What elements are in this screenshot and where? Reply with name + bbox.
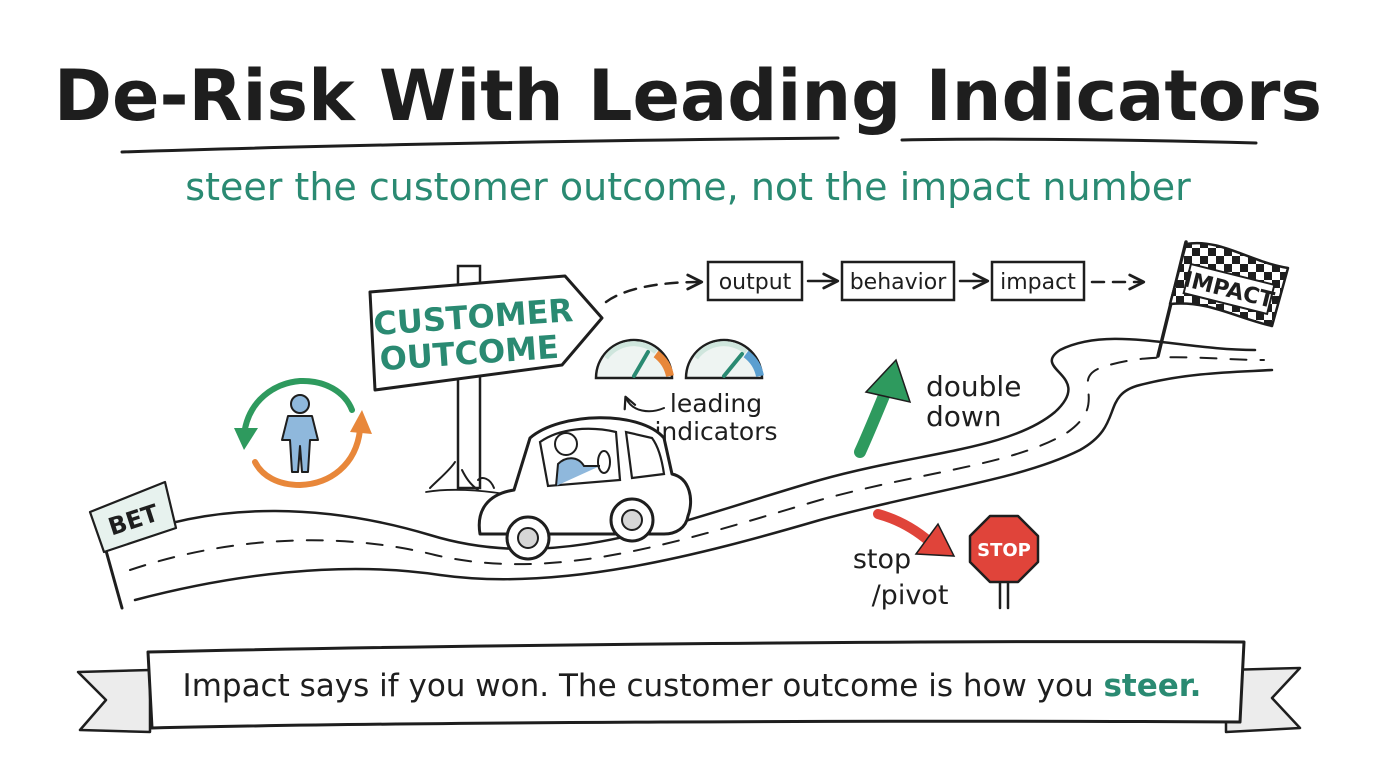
- chain-box-output: output: [706, 260, 804, 302]
- outcome-chain: output behavior impact: [604, 260, 1146, 304]
- finish-flag: IMPACT: [1156, 240, 1290, 358]
- takeaway-banner: Impact says if you won. The customer out…: [76, 640, 1302, 734]
- title-underline-2: [900, 137, 1258, 145]
- cycle-arrows-icon: [241, 377, 355, 438]
- person-cycle: [234, 377, 372, 489]
- leading-indicator-gauges: leading indicators: [594, 338, 778, 446]
- banner-text-emphasis: steer.: [1103, 668, 1201, 704]
- stop-label-line-1: stop: [853, 544, 911, 575]
- road: [123, 337, 1274, 602]
- title-underline-1: [120, 136, 840, 154]
- signpost: CUSTOMER OUTCOME: [368, 264, 604, 495]
- banner-text: Impact says if you won. The customer out…: [183, 668, 1202, 704]
- start-flag: BET: [88, 480, 178, 610]
- double-down-line-1: double: [926, 370, 1021, 403]
- flag-icon: [88, 480, 178, 554]
- chain-box-behavior: behavior: [840, 260, 956, 302]
- chain-label-impact: impact: [1000, 270, 1076, 295]
- chain-label-behavior: behavior: [850, 270, 948, 295]
- double-down-line-2: down: [926, 400, 1002, 433]
- stop-label-line-2: /pivot: [872, 580, 949, 611]
- banner-text-main: Impact says if you won. The customer out…: [183, 668, 1104, 704]
- person-icon: [281, 394, 319, 473]
- stop-pivot: stop /pivot STOP: [853, 509, 1040, 611]
- stop-sign-icon: STOP: [968, 514, 1040, 610]
- diagram-title: De-Risk With Leading Indicators: [54, 55, 1322, 137]
- diagram-subtitle: steer the customer outcome, not the impa…: [185, 165, 1191, 209]
- chain-label-output: output: [719, 270, 792, 295]
- gauges-label-line-2: indicators: [654, 417, 777, 446]
- gauges-label-line-1: leading: [670, 389, 762, 418]
- gauge-icon: [684, 338, 764, 380]
- double-down-arrow: double down: [854, 358, 1021, 458]
- car-icon: [477, 416, 693, 561]
- driver-icon: [554, 432, 611, 487]
- gauge-icon: [594, 338, 674, 380]
- chain-box-impact: impact: [990, 260, 1086, 302]
- stop-sign-label: STOP: [977, 540, 1031, 561]
